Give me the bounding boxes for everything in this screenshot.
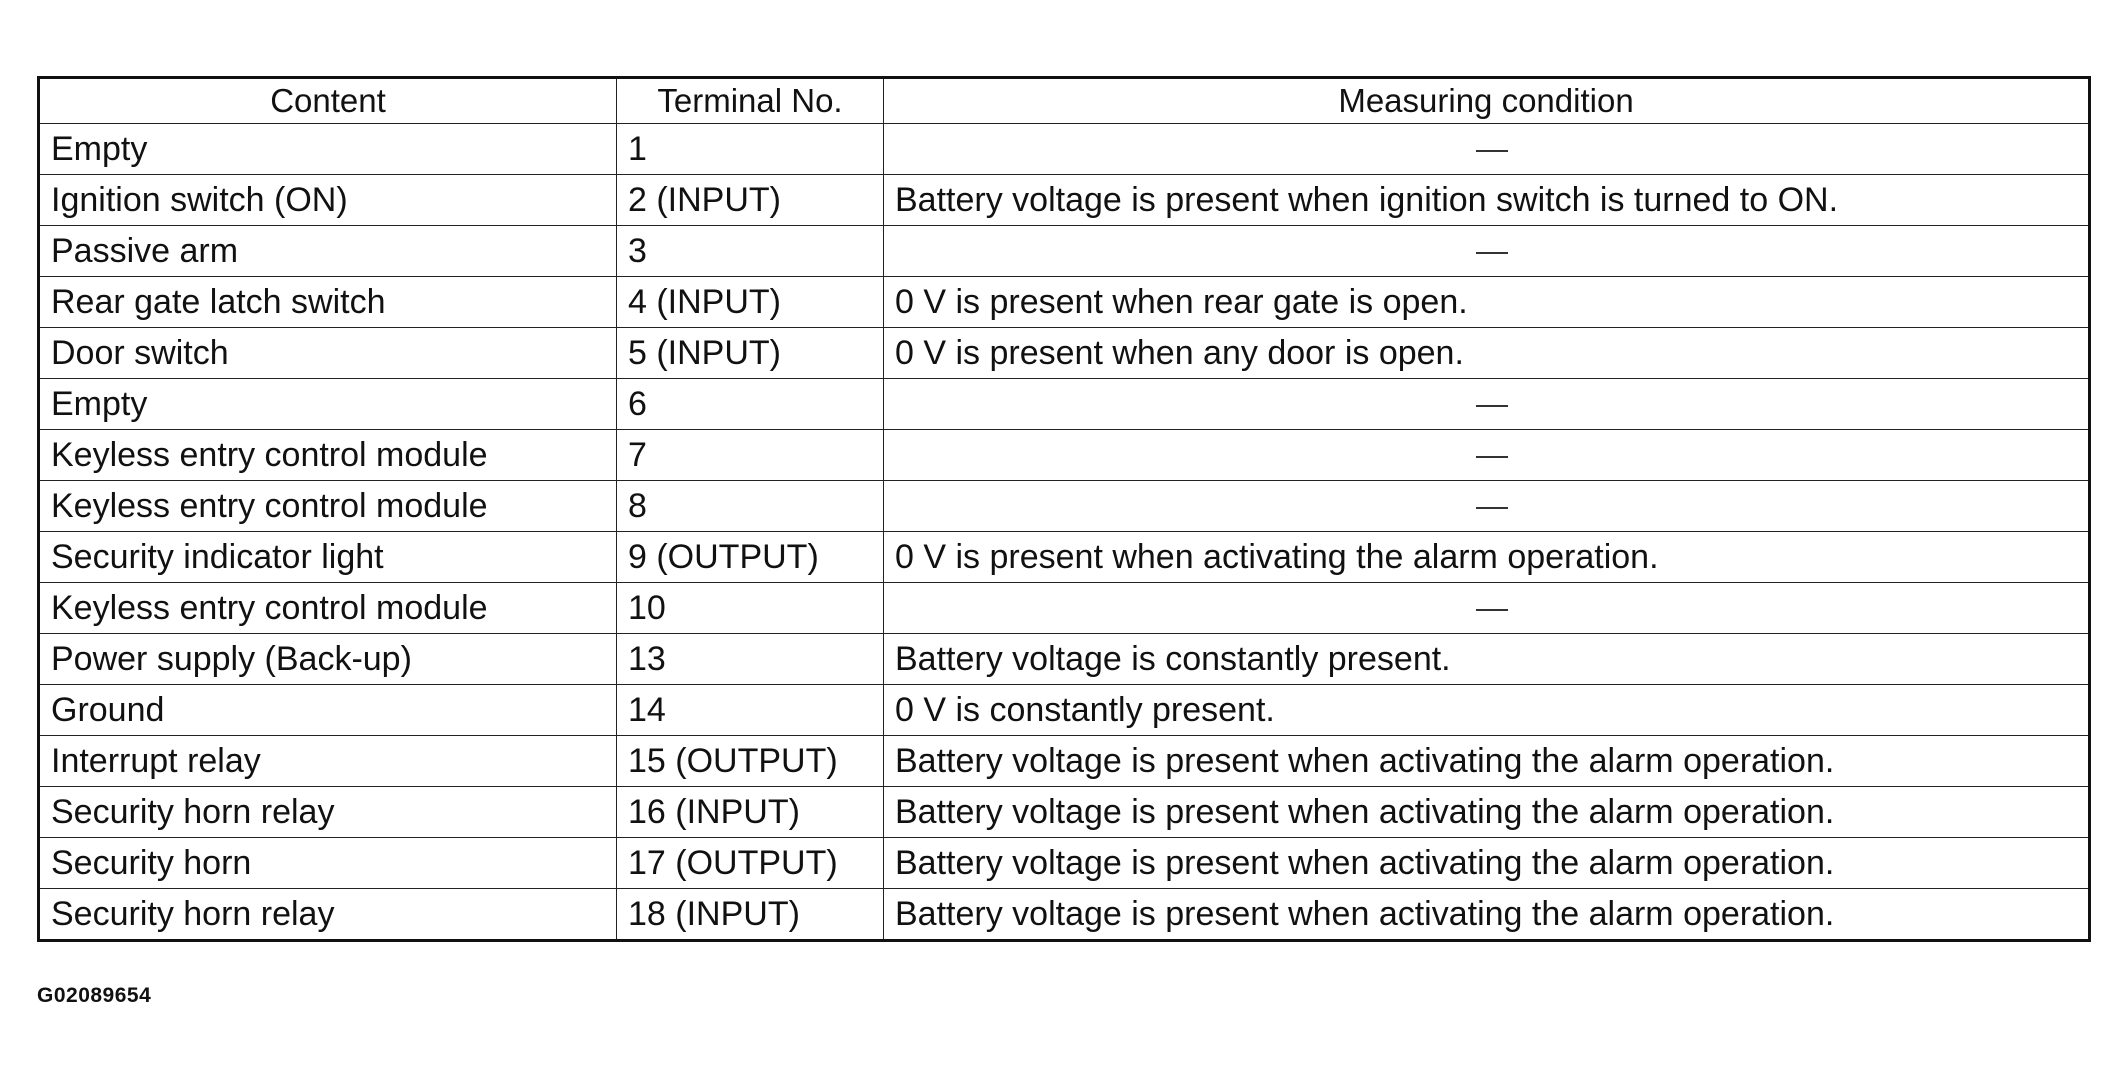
cell-terminal: 13 [616,633,884,685]
header-terminal-no: Terminal No. [616,77,884,124]
cell-terminal: 4 (INPUT) [616,276,884,328]
cell-condition [883,123,2090,175]
table-row: Keyless entry control module 7 [38,429,2090,481]
table-row: Door switch 5 (INPUT) 0 V is present whe… [38,327,2090,379]
cell-terminal: 8 [616,480,884,532]
cell-terminal: 9 (OUTPUT) [616,531,884,583]
cell-terminal: 17 (OUTPUT) [616,837,884,889]
table-row: Ignition switch (ON) 2 (INPUT) Battery v… [38,174,2090,226]
cell-terminal: 18 (INPUT) [616,888,884,941]
empty-condition-dash [1475,252,1508,255]
cell-condition [883,429,2090,481]
cell-content: Keyless entry control module [38,480,617,532]
cell-terminal: 7 [616,429,884,481]
cell-content: Ground [38,684,617,736]
table-row: Keyless entry control module 8 [38,480,2090,532]
cell-condition: Battery voltage is present when activati… [883,786,2090,838]
header-content: Content [38,77,617,124]
figure-id: G02089654 [37,984,152,1007]
table-row: Keyless entry control module 10 [38,582,2090,634]
table-row: Passive arm 3 [38,225,2090,277]
cell-condition: Battery voltage is present when ignition… [883,174,2090,226]
table-row: Security horn 17 (OUTPUT) Battery voltag… [38,837,2090,889]
cell-condition: 0 V is constantly present. [883,684,2090,736]
empty-condition-dash [1475,609,1508,612]
cell-content: Power supply (Back-up) [38,633,617,685]
cell-condition [883,582,2090,634]
table-row: Power supply (Back-up) 13 Battery voltag… [38,633,2090,685]
table-row: Ground 14 0 V is constantly present. [38,684,2090,736]
cell-content: Security horn relay [38,786,617,838]
cell-terminal: 14 [616,684,884,736]
cell-condition: Battery voltage is present when activati… [883,837,2090,889]
cell-content: Security indicator light [38,531,617,583]
cell-terminal: 1 [616,123,884,175]
table-row: Empty 6 [38,378,2090,430]
cell-condition: Battery voltage is present when activati… [883,888,2090,941]
cell-content: Rear gate latch switch [38,276,617,328]
table-row: Security indicator light 9 (OUTPUT) 0 V … [38,531,2090,583]
terminal-table-container: Content Terminal No. Measuring condition… [37,76,2091,942]
table-row: Interrupt relay 15 (OUTPUT) Battery volt… [38,735,2090,787]
cell-content: Passive arm [38,225,617,277]
table-row: Security horn relay 16 (INPUT) Battery v… [38,786,2090,838]
cell-content: Ignition switch (ON) [38,174,617,226]
cell-terminal: 5 (INPUT) [616,327,884,379]
empty-condition-dash [1475,405,1508,408]
cell-condition: Battery voltage is constantly present. [883,633,2090,685]
cell-content: Empty [38,123,617,175]
cell-condition: 0 V is present when rear gate is open. [883,276,2090,328]
cell-content: Keyless entry control module [38,582,617,634]
cell-terminal: 2 (INPUT) [616,174,884,226]
table-header-row: Content Terminal No. Measuring condition [38,77,2090,124]
cell-content: Security horn [38,837,617,889]
cell-terminal: 10 [616,582,884,634]
cell-condition [883,225,2090,277]
table-row: Security horn relay 18 (INPUT) Battery v… [38,888,2090,941]
cell-content: Door switch [38,327,617,379]
empty-condition-dash [1475,507,1508,510]
cell-terminal: 16 (INPUT) [616,786,884,838]
table-row: Empty 1 [38,123,2090,175]
cell-content: Security horn relay [38,888,617,941]
cell-content: Empty [38,378,617,430]
cell-terminal: 3 [616,225,884,277]
cell-condition: 0 V is present when any door is open. [883,327,2090,379]
cell-terminal: 6 [616,378,884,430]
cell-condition: 0 V is present when activating the alarm… [883,531,2090,583]
empty-condition-dash [1475,456,1508,459]
cell-terminal: 15 (OUTPUT) [616,735,884,787]
cell-content: Keyless entry control module [38,429,617,481]
cell-content: Interrupt relay [38,735,617,787]
cell-condition: Battery voltage is present when activati… [883,735,2090,787]
cell-condition [883,378,2090,430]
empty-condition-dash [1475,150,1508,153]
table-row: Rear gate latch switch 4 (INPUT) 0 V is … [38,276,2090,328]
cell-condition [883,480,2090,532]
terminal-table: Content Terminal No. Measuring condition… [37,76,2091,942]
header-measuring-condition: Measuring condition [883,77,2090,124]
